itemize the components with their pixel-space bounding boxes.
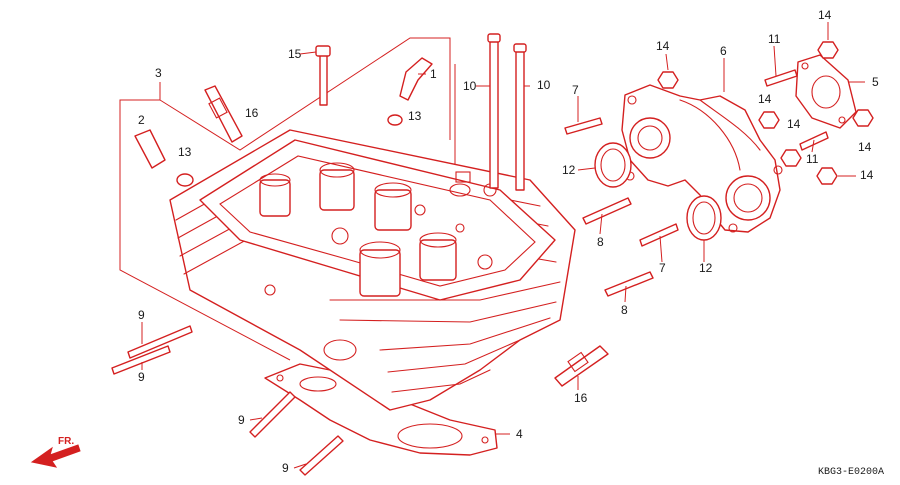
callout-14e: 14 xyxy=(858,140,872,154)
callout-2: 2 xyxy=(138,113,145,127)
callout-9a: 9 xyxy=(138,308,145,322)
callout-14c: 14 xyxy=(758,92,772,106)
callout-leaders xyxy=(141,22,856,469)
callout-9d: 9 xyxy=(282,461,289,475)
callout-14a: 14 xyxy=(656,39,670,53)
callout-12a: 12 xyxy=(562,163,576,177)
callout-16b: 16 xyxy=(574,391,588,405)
callout-11b: 11 xyxy=(806,152,819,166)
callout-4: 4 xyxy=(516,427,523,441)
callout-1: 1 xyxy=(430,67,437,81)
callout-15: 15 xyxy=(288,47,302,61)
intake-manifold xyxy=(621,84,783,233)
callout-10a: 10 xyxy=(463,79,477,93)
callout-14b: 14 xyxy=(818,8,832,22)
callout-8a: 8 xyxy=(597,235,604,249)
callout-14d: 14 xyxy=(787,117,801,131)
callout-16a: 16 xyxy=(245,106,259,120)
callout-10b: 10 xyxy=(537,78,551,92)
front-direction-arrow: FR. xyxy=(30,436,81,468)
callout-12b: 12 xyxy=(699,261,713,275)
callouts: 1 2 3 4 5 6 7 7 8 8 9 9 9 9 10 10 11 11 … xyxy=(138,8,879,475)
cylinder-head xyxy=(169,129,576,411)
callout-3: 3 xyxy=(155,66,162,80)
callout-13a: 13 xyxy=(408,109,422,123)
callout-7a: 7 xyxy=(572,83,579,97)
callout-11a: 11 xyxy=(768,32,781,46)
callout-9c: 9 xyxy=(238,413,245,427)
callout-6: 6 xyxy=(720,44,727,58)
callout-13b: 13 xyxy=(178,145,192,159)
direction-label: FR. xyxy=(58,436,74,447)
diagram-code: KBG3-E0200A xyxy=(818,467,884,478)
joint-plate xyxy=(795,54,857,129)
o-rings-12 xyxy=(594,142,722,241)
callout-7b: 7 xyxy=(659,261,666,275)
studs xyxy=(111,33,829,476)
callout-8b: 8 xyxy=(621,303,628,317)
leader-lines xyxy=(119,37,865,435)
small-parts xyxy=(134,41,874,387)
callout-5: 5 xyxy=(872,75,879,89)
callout-9b: 9 xyxy=(138,370,145,384)
callout-14f: 14 xyxy=(860,168,874,182)
